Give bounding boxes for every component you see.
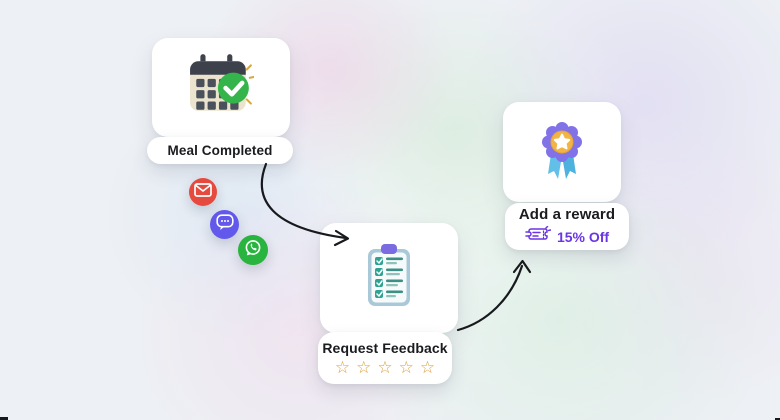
meal-completed-label: Meal Completed bbox=[167, 143, 273, 158]
whatsapp-channel[interactable] bbox=[238, 235, 268, 265]
workflow-node-add-reward[interactable] bbox=[503, 102, 621, 202]
clipboard-checklist-icon bbox=[366, 243, 412, 313]
whatsapp-icon bbox=[244, 239, 262, 262]
email-icon bbox=[194, 182, 212, 202]
calendar-check-icon bbox=[188, 54, 257, 121]
bottom-left-crop-mark bbox=[0, 417, 8, 420]
workflow-node-meal-completed[interactable] bbox=[152, 38, 290, 137]
reward-offer-value: 15% Off bbox=[556, 228, 610, 245]
chat-channel[interactable] bbox=[210, 210, 239, 239]
coupon-ticket-icon bbox=[525, 225, 552, 248]
request-feedback-label: Request Feedback bbox=[322, 340, 448, 356]
workflow-label-request-feedback[interactable]: Request Feedback ☆☆☆☆☆ bbox=[318, 332, 452, 384]
rating-stars[interactable]: ☆☆☆☆☆ bbox=[334, 358, 442, 377]
workflow-label-meal-completed[interactable]: Meal Completed bbox=[147, 137, 293, 164]
workflow-label-add-reward[interactable]: Add a reward 15% Off bbox=[505, 203, 629, 250]
award-ribbon-icon bbox=[536, 116, 588, 189]
chat-bubble-icon bbox=[215, 213, 234, 236]
workflow-node-request-feedback[interactable] bbox=[320, 223, 458, 333]
arrow-step2-to-step3 bbox=[456, 264, 524, 332]
bottom-right-crop-mark bbox=[775, 418, 780, 420]
add-reward-label: Add a reward bbox=[518, 205, 616, 223]
email-channel[interactable] bbox=[189, 178, 217, 206]
